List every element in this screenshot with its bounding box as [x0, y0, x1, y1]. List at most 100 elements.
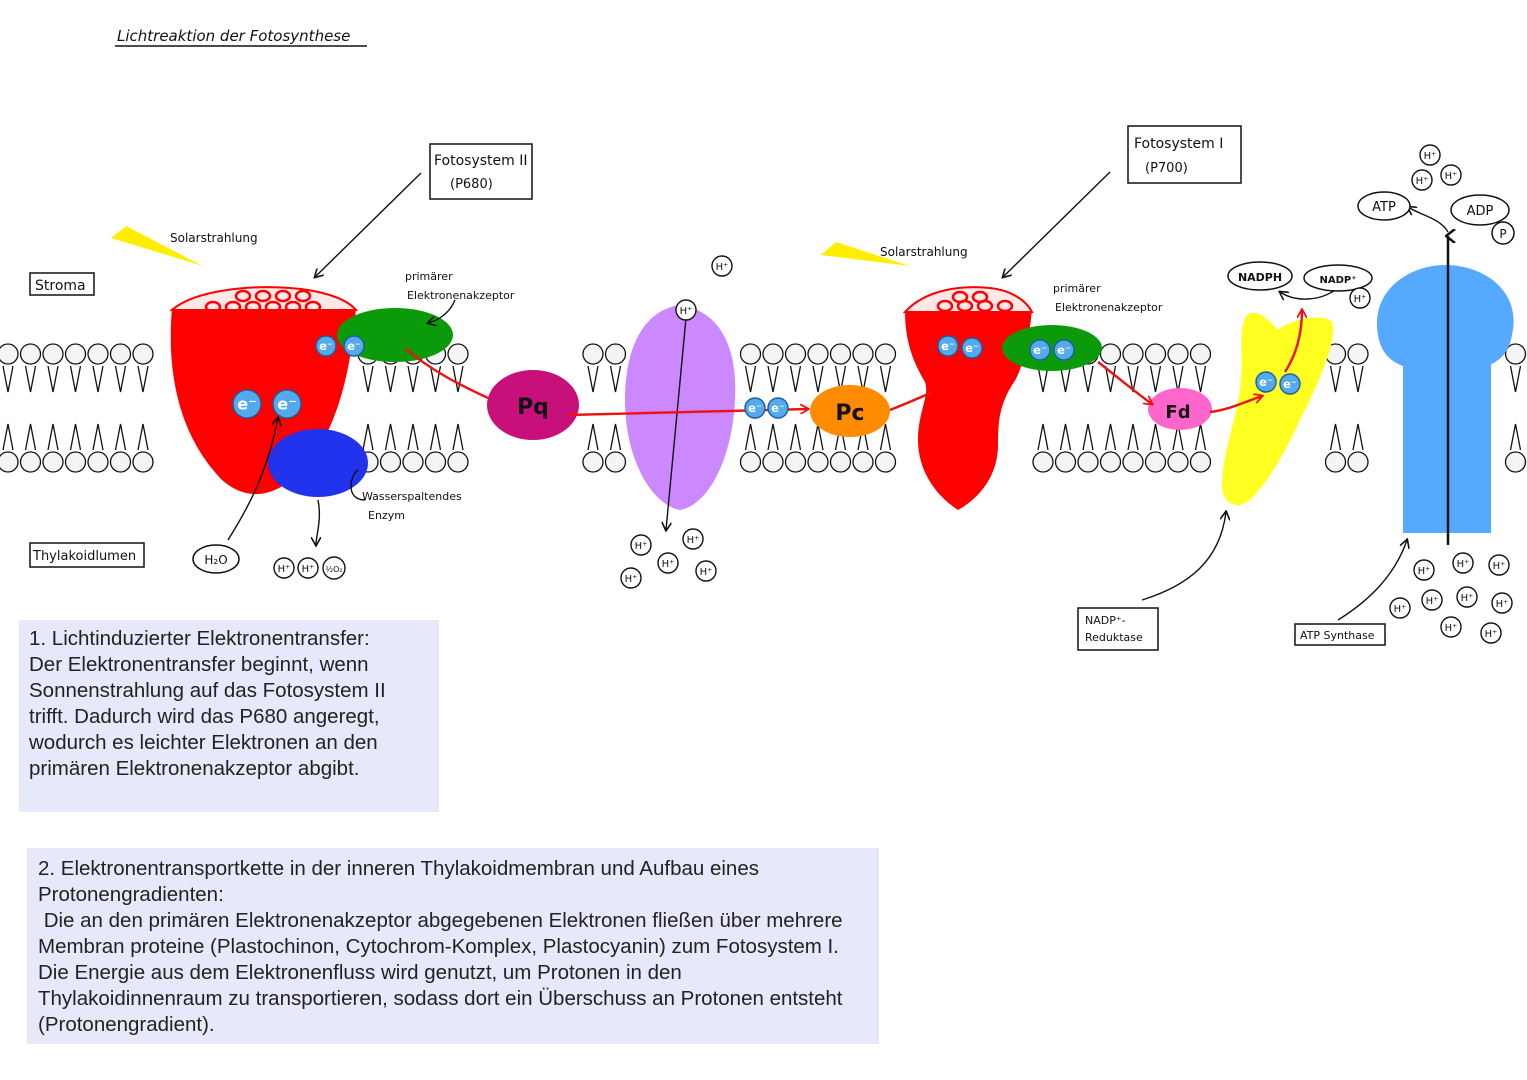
phospholipid-lower: [807, 423, 829, 473]
phospholipid-upper: [447, 343, 469, 393]
electron-icon: e⁻: [767, 397, 789, 419]
phospholipid-lower: [19, 423, 42, 473]
proton-icon: H⁺: [630, 534, 652, 556]
stroma-label: Stroma: [35, 278, 86, 294]
nadp-reductase-pointer: [1141, 512, 1226, 601]
electron-icon: e⁻: [232, 389, 262, 419]
svg-text:H⁺: H⁺: [1457, 559, 1470, 570]
phospholipid-lower: [379, 423, 402, 473]
phosphate-label: P: [1499, 227, 1506, 241]
proton-icon: H⁺: [1440, 164, 1462, 186]
proton-icon: H⁺: [273, 557, 295, 579]
diagram-title: Lichtreaktion der Fotosynthese: [117, 27, 350, 45]
ps1-label-line2: (P700): [1145, 161, 1188, 176]
svg-text:H⁺: H⁺: [1416, 176, 1429, 187]
phospholipid-lower: [582, 423, 604, 473]
svg-text:H⁺: H⁺: [1394, 604, 1407, 615]
proton-icon: H⁺: [657, 552, 679, 574]
phosphate-molecule: [1491, 221, 1515, 245]
proton-icon: H⁺: [1488, 554, 1510, 576]
phospholipid-lower: [42, 423, 64, 473]
protons: H⁺H⁺H⁺H⁺H⁺H⁺H⁺H⁺H⁺H⁺H⁺H⁺H⁺H⁺H⁺H⁺H⁺H⁺H⁺H⁺…: [273, 144, 1513, 644]
proton-icon: H⁺: [675, 299, 697, 321]
phospholipid-lower: [1122, 423, 1144, 473]
electrons: e⁻e⁻e⁻e⁻e⁻e⁻e⁻e⁻e⁻e⁻e⁻e⁻: [232, 335, 1301, 419]
phospholipid-lower: [87, 423, 109, 473]
phospholipid-upper: [1189, 343, 1212, 393]
electron-icon: e⁻: [937, 335, 959, 357]
svg-text:e⁻: e⁻: [1283, 377, 1297, 391]
flow-arrow-acceptor-to-pq: [404, 347, 489, 400]
phospholipid-lower: [447, 423, 469, 473]
phospholipid-upper: [874, 343, 897, 393]
solar-label-1: Solarstrahlung: [170, 231, 258, 245]
svg-text:H⁺: H⁺: [680, 306, 693, 317]
nadp-reductase-label-line2: Reduktase: [1085, 631, 1143, 644]
acceptor2-label-line2: Elektronenakzeptor: [1055, 301, 1163, 314]
phospholipid-upper: [1099, 343, 1122, 393]
proton-icon: H⁺: [297, 557, 319, 579]
phospholipid-upper: [1347, 343, 1369, 393]
svg-text:H⁺: H⁺: [1493, 561, 1506, 572]
electron-icon: e⁻: [272, 389, 302, 419]
acceptor2-label-line1: primärer: [1053, 282, 1101, 295]
info-box-light-induced-transfer: 1. Lichtinduzierter Elektronentransfer: …: [19, 620, 439, 812]
phospholipid-lower: [109, 423, 132, 473]
atp-formation-arrow: [1408, 207, 1449, 233]
lumen-label: Thylakoidlumen: [32, 549, 136, 564]
svg-text:H⁺: H⁺: [635, 541, 648, 552]
nadp-reductase-label-box: [1077, 607, 1159, 651]
svg-text:e⁻: e⁻: [748, 401, 762, 415]
proton-icon: H⁺: [620, 567, 642, 589]
enzyme-label-line2: Enzym: [368, 509, 405, 522]
phospholipid-lower: [0, 423, 19, 473]
proton-icon: H⁺: [1419, 144, 1441, 166]
electron-icon: e⁻: [1053, 339, 1075, 361]
phospholipid-lower: [1189, 423, 1212, 473]
cytochrome-complex: [625, 305, 736, 510]
primary-acceptor-2: [1002, 325, 1102, 371]
proton-icon: H⁺: [1480, 622, 1502, 644]
acceptor1-label-line2: Elektronenakzeptor: [407, 289, 515, 302]
proton-icon: H⁺: [1389, 597, 1411, 619]
phospholipid-lower: [1032, 423, 1054, 473]
info-text-2: 2. Elektronentransportkette in der inner…: [38, 857, 843, 1036]
nadp-reduction-arrow: [1283, 310, 1302, 373]
primary-acceptor-1: [337, 308, 453, 362]
atp-synthase-label: ATP Synthase: [1300, 629, 1375, 642]
proton-icon: H⁺: [1421, 589, 1443, 611]
proton-icon: H⁺: [682, 528, 704, 550]
svg-text:e⁻: e⁻: [237, 395, 256, 414]
ps2-pointer: [315, 172, 422, 277]
svg-text:H⁺: H⁺: [687, 535, 700, 546]
phospholipid-lower: [829, 423, 852, 473]
proton-icon: H⁺: [1491, 592, 1513, 614]
svg-text:H⁺: H⁺: [1485, 629, 1498, 640]
phospholipid-upper: [1122, 343, 1144, 393]
phospholipid-lower: [1324, 423, 1347, 473]
svg-text:e⁻: e⁻: [319, 339, 333, 353]
phospholipid-upper: [739, 343, 762, 393]
phospholipid-upper: [1504, 343, 1527, 393]
phospholipid-upper: [42, 343, 64, 393]
phospholipid-upper: [784, 343, 807, 393]
atp-label: ATP: [1372, 200, 1396, 215]
proton-icon: H⁺: [1440, 616, 1462, 638]
phospholipid-lower: [604, 423, 627, 473]
svg-text:H⁺: H⁺: [1354, 294, 1367, 305]
svg-text:e⁻: e⁻: [277, 395, 296, 414]
ps2-label-line1: Fotosystem II: [434, 153, 528, 169]
svg-text:H⁺: H⁺: [1445, 171, 1458, 182]
phospholipid-lower: [1504, 423, 1527, 473]
acceptor1-label-line1: primärer: [405, 270, 453, 283]
svg-text:e⁻: e⁻: [965, 341, 979, 355]
phospholipid-upper: [807, 343, 829, 393]
solar-label-2: Solarstrahlung: [880, 245, 968, 259]
oxygen-molecule: ½O₂: [322, 556, 346, 580]
phospholipid-upper: [762, 343, 784, 393]
plastocyanin: [810, 385, 890, 437]
flow-arrow-acceptor-to-fd: [1097, 361, 1152, 404]
phospholipid-upper: [19, 343, 42, 393]
pq-label: Pq: [517, 395, 549, 420]
